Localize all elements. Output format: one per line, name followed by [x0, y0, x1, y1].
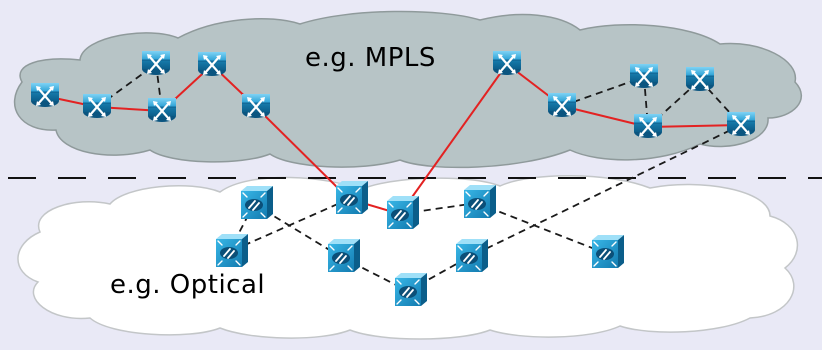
optical-switch-icon [386, 195, 420, 230]
router-icon [146, 96, 178, 124]
optical-switch-icon [463, 184, 497, 219]
router-icon [628, 62, 660, 90]
optical-layer-cloud [17, 175, 799, 340]
optical-switch-icon [394, 272, 428, 307]
optical-layer-label: e.g. Optical [110, 270, 266, 300]
router-icon [29, 81, 61, 109]
optical-switch-icon [455, 238, 489, 273]
optical-switch-icon [327, 238, 361, 273]
router-icon [81, 92, 113, 120]
optical-switch-icon [591, 234, 625, 269]
mpls-layer-label: e.g. MPLS [305, 43, 436, 73]
optical-switch-icon [240, 185, 274, 220]
router-icon [240, 92, 272, 120]
router-icon [632, 112, 664, 140]
optical-switch-icon [215, 233, 249, 268]
router-icon [684, 65, 716, 93]
router-icon [546, 91, 578, 119]
router-icon [491, 49, 523, 77]
router-icon [140, 49, 172, 77]
router-icon [725, 110, 757, 138]
optical-switch-icon [335, 180, 369, 215]
mpls-layer-cloud [13, 10, 802, 169]
router-icon [196, 50, 228, 78]
